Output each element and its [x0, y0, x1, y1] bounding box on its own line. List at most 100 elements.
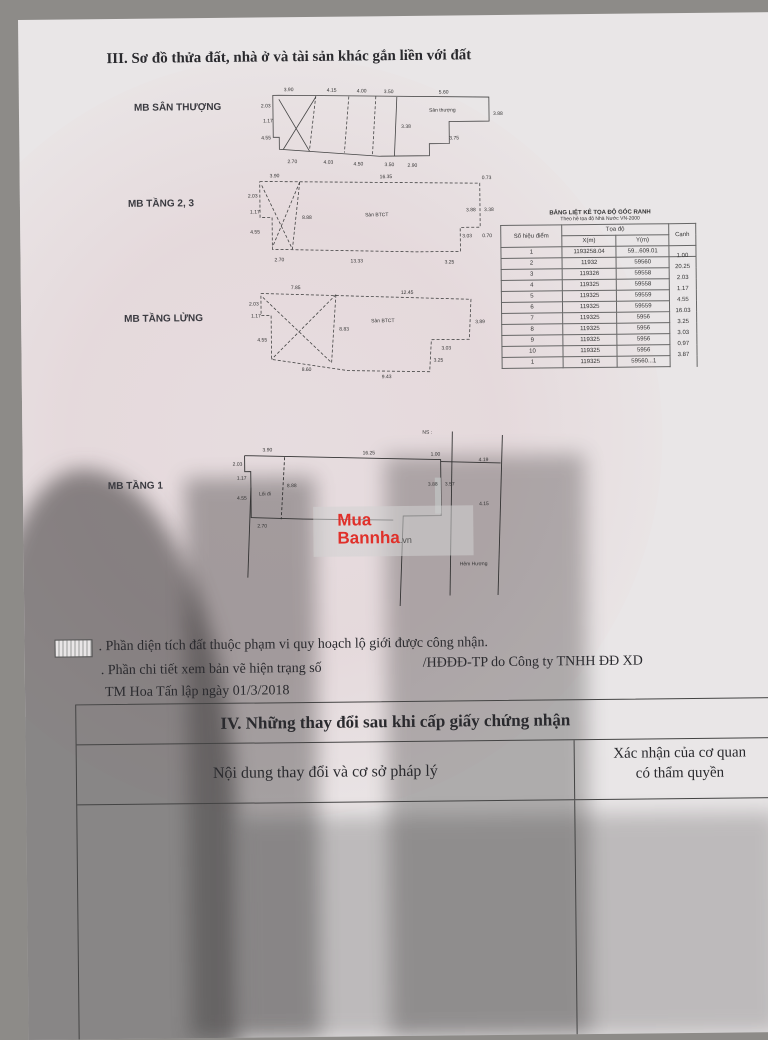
dim: 2.70 — [287, 159, 297, 165]
dim: 3.25 — [445, 259, 455, 265]
cell-x: 119325 — [562, 290, 617, 302]
dim: 2.03 — [248, 193, 258, 199]
cell-p: 1 — [500, 246, 562, 259]
cell-p: 10 — [501, 345, 563, 358]
cell-edge: 4.55 — [669, 294, 697, 306]
dim: 2.03 — [233, 462, 243, 468]
cell-x: 119325 — [562, 323, 618, 335]
room-label: Sàn BTCT — [371, 318, 394, 324]
dim: 7.85 — [291, 285, 301, 291]
col2-line1: Xác nhận của cơ quan — [613, 744, 747, 762]
dim: 2.90 — [408, 163, 418, 169]
dim: 4.55 — [237, 496, 247, 502]
cell-p: 3 — [501, 268, 563, 281]
dim: 13.33 — [351, 258, 364, 264]
dim: 3.88 — [493, 111, 503, 117]
dim: 1.17 — [263, 118, 273, 124]
dim: 3.88 — [466, 207, 476, 213]
room-label: Lối đi — [259, 491, 271, 497]
plan-san-thuong: 3.90 4.15 4.00 3.50 5.60 2.70 4.03 4.50 … — [261, 87, 503, 169]
header-point: Số hiệu điểm — [500, 224, 562, 248]
dim: 8.83 — [339, 327, 349, 333]
cell-y: 59559 — [616, 289, 670, 302]
section4-table: IV. Những thay đổi sau khi cấp giấy chứn… — [75, 696, 768, 1040]
cell-p: 2 — [501, 257, 563, 270]
dim: 3.75 — [449, 135, 459, 141]
cell-x: 119325 — [562, 301, 618, 313]
note-line-2a: . Phần chi tiết xem bản vẽ hiện trạng số — [100, 660, 322, 679]
note-line-2b: /HĐĐĐ-TP do Công ty TNHH ĐĐ XD — [422, 653, 643, 671]
cell-y: 59558 — [616, 278, 670, 291]
cell-p: 9 — [501, 334, 563, 347]
dim: 3.25 — [434, 358, 444, 364]
cell-p: 6 — [501, 301, 563, 314]
dim: 16.35 — [380, 174, 393, 180]
cell-p: 8 — [501, 323, 563, 336]
plan-label-tang-1: MB TẦNG 1 — [107, 480, 163, 493]
dim: 4.50 — [354, 161, 364, 167]
dim: 4.55 — [257, 337, 267, 343]
cell-p: 7 — [501, 312, 563, 325]
plan-tang-2-3: 3.90 16.35 0.73 2.03 1.17 4.55 8.88 3.88… — [248, 173, 494, 265]
dim: 12.45 — [401, 290, 414, 296]
dim: 3.57 — [445, 481, 455, 487]
dim: 0.73 — [482, 175, 492, 181]
dim: 3.03 — [441, 345, 451, 351]
cell-edge: 1.17 — [669, 283, 697, 295]
watermark-logo: Mua Bannha.vn — [313, 505, 474, 557]
cell-x: 119325 — [562, 345, 618, 357]
cell-x: 119325 — [562, 312, 618, 324]
plan-label-tang-lung: MB TẦNG LỬNG — [124, 313, 204, 325]
cell-x: 119325 — [562, 356, 618, 368]
dim: 3.50 — [385, 162, 395, 168]
cell-p: 4 — [501, 279, 563, 292]
plan-label-san-thuong: MB SÂN THƯỢNG — [133, 101, 222, 114]
dim: 4.15 — [479, 501, 489, 507]
ns-label: NS : — [422, 430, 432, 436]
dim: 1.17 — [250, 209, 260, 215]
section3-title: III. Sơ đồ thửa đất, nhà ở và tài sản kh… — [106, 47, 472, 68]
cell-edge: 2.03 — [669, 272, 697, 284]
header-x: X(m) — [561, 235, 617, 247]
cell-x: 11932 — [561, 257, 617, 269]
dim: 3.50 — [384, 89, 394, 95]
dim: 5.60 — [439, 89, 449, 95]
column-authority-confirmation: Xác nhận của cơ quan có thẩm quyền — [575, 738, 768, 800]
dim: 3.38 — [401, 124, 411, 130]
dim: 3.88 — [428, 482, 438, 488]
dim: 16.25 — [363, 450, 376, 456]
dim: 2.70 — [257, 523, 267, 529]
cell-x: 119325 — [562, 334, 618, 346]
cell-y: 5956 — [617, 311, 670, 324]
planning-area-legend-swatch — [54, 639, 93, 658]
note-line-3: TM Hoa Tấn lập ngày 01/3/2018 — [104, 683, 290, 701]
cell-edge: 1.00 — [668, 250, 697, 262]
room-label: Sàn BTCT — [365, 212, 388, 218]
dim: 8.60 — [302, 367, 312, 373]
dim: 4.19 — [479, 457, 489, 463]
watermark-line2: Bannha — [337, 528, 400, 548]
column-change-content: Nội dung thay đổi và cơ sở pháp lý — [76, 740, 576, 805]
certificate-page: III. Sơ đồ thửa đất, nhà ở và tài sản kh… — [18, 11, 768, 1040]
cell-edge: 0.97 — [669, 338, 697, 350]
cell-y: 59560...1 — [617, 355, 671, 368]
header-edge: Cạnh — [668, 223, 696, 246]
cell-y: 59558 — [616, 267, 670, 280]
cell-y: 59...609.01 — [616, 245, 669, 258]
plan-tang-1: NS : 3.90 16.25 1.00 4.19 2.03 1.17 4.55… — [233, 430, 503, 607]
dim: 1.17 — [237, 476, 247, 482]
change-content-cell — [77, 800, 578, 1040]
dim: 1.00 — [431, 452, 441, 458]
header-y: Y(m) — [616, 234, 669, 247]
room-label: Sân thượng — [429, 107, 456, 113]
col2-line2: có thẩm quyền — [635, 764, 725, 782]
cell-edge: 20.25 — [668, 261, 697, 273]
watermark-suffix: .vn — [399, 534, 412, 546]
dim: 4.55 — [250, 229, 260, 235]
dim: 1.17 — [251, 313, 261, 319]
dim: 3.89 — [475, 319, 485, 325]
cell-edge: 3.03 — [669, 327, 697, 339]
cell-p: 5 — [501, 290, 563, 303]
